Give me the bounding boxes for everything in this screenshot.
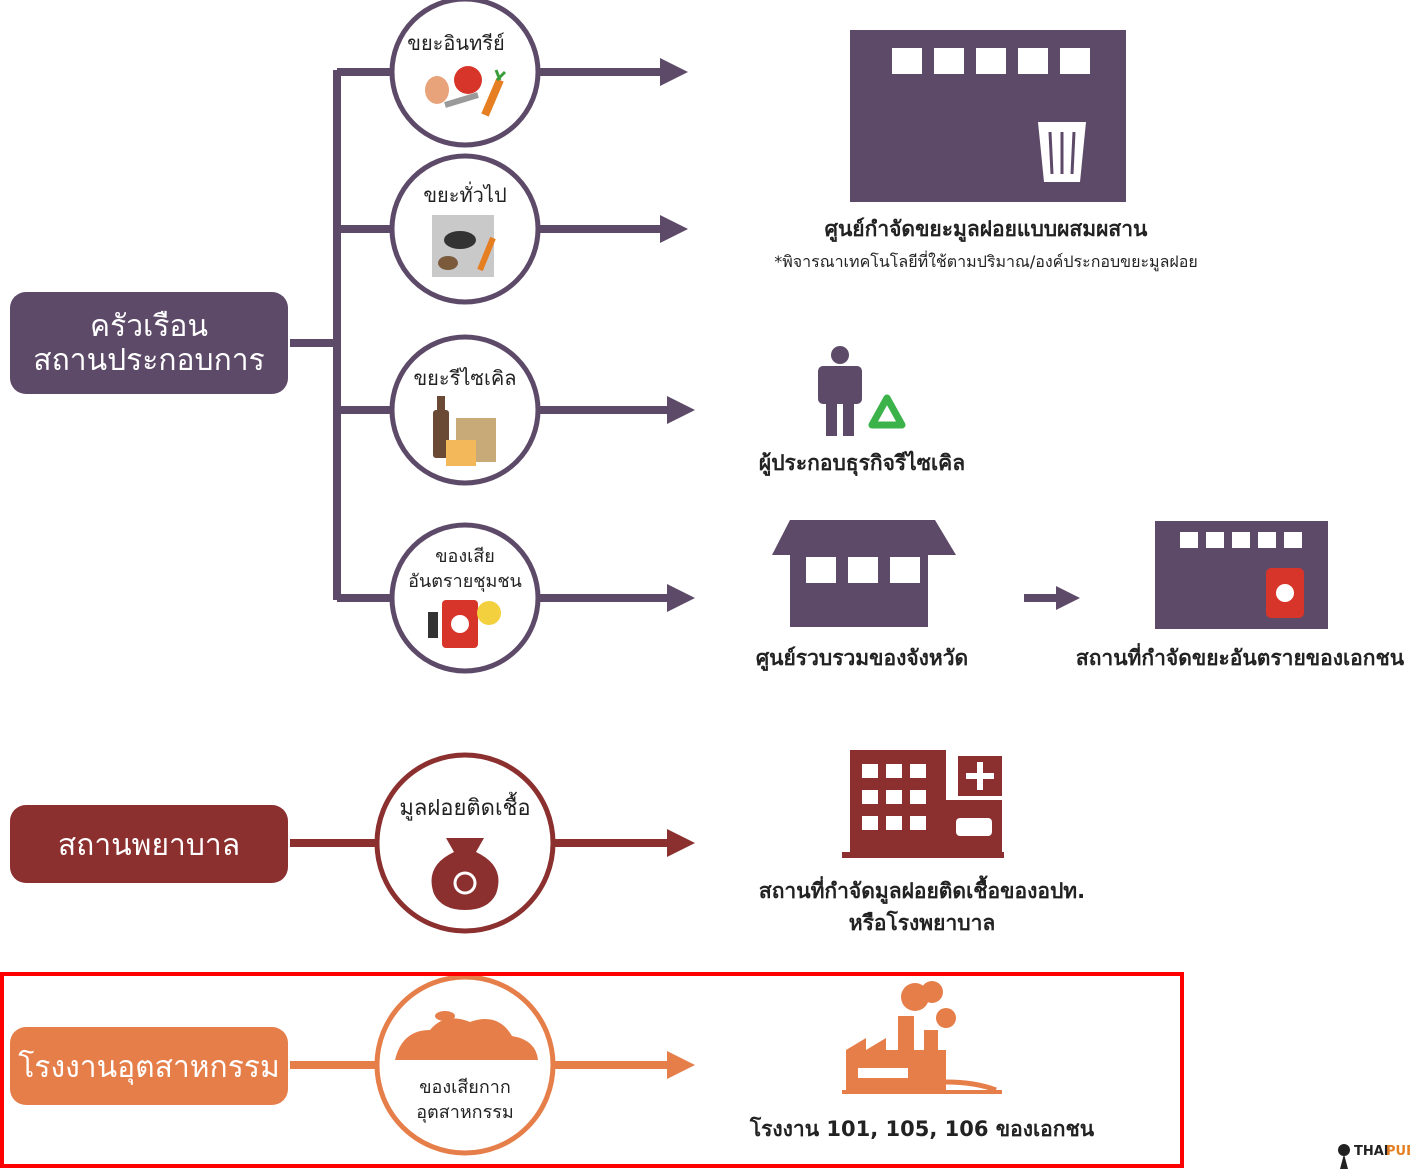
waste-pile-icon [395,1011,538,1060]
factory-icon [842,981,1002,1094]
highlight-frame [0,972,1184,1168]
thaipbs-logo: THAI PUB [1338,1144,1410,1169]
arrow-recycle-head [667,396,695,424]
hospital-section: สถานพยาบาล มูลฝอยติดเชื้อ [10,750,1085,935]
organic-waste-node: ขยะอินทรีย์ [389,0,541,148]
arrow-infectious-head [667,829,695,857]
industrial-waste-node: ของเสียกาก อุตสาหกรรม [374,974,556,1156]
household-label-line2: สถานประกอบการ [33,343,264,378]
organic-food-icon [425,66,507,117]
mixed-center-note: *พิจารณาเทคโนโลยีที่ใช้ตามปริมาณ/องค์ประ… [774,250,1198,272]
factory-label: โรงงานอุตสาหกรรม [18,1049,279,1086]
arrow-hazardous-head [667,584,695,612]
general-label: ขยะทั่วไป [423,181,506,207]
general-waste-node: ขยะทั่วไป [389,153,541,305]
connector-lines [290,68,395,602]
infectious-waste-node: มูลฝอยติดเชื้อ [374,752,556,934]
private-hazard-site-icon [1155,521,1328,629]
logo-text-b: PUB [1386,1144,1410,1159]
provincial-center-label: ศูนย์รวบรวมของจังหวัด [756,646,968,672]
hazard-items-icon [428,600,501,648]
arrow-organic-head [660,58,688,86]
factory-source-box: โรงงานอุตสาหกรรม [10,1027,288,1105]
provincial-center-icon [772,520,956,627]
hazardous-label-line1: ของเสีย [435,546,495,567]
hazardous-label-line2: อันตรายชุมชน [408,571,522,592]
hospital-source-box: สถานพยาบาล [10,805,288,883]
recycle-waste-node: ขยะรีไซเคิล [389,334,541,486]
arrow-to-private-head [1056,586,1080,610]
logo-text-a: THAI [1354,1144,1389,1159]
hazardous-waste-node: ของเสีย อันตรายชุมชน [389,522,541,674]
household-source-box: ครัวเรือน สถานประกอบการ [10,292,288,394]
industrial-label-line2: อุตสาหกรรม [416,1102,514,1123]
arrow-general-head [660,215,688,243]
mixed-center-title: ศูนย์กำจัดขยะมูลฝอยแบบผสมผสาน [825,217,1148,243]
factories-label: โรงงาน 101, 105, 106 ของเอกชน [749,1116,1095,1141]
hospital-label: สถานพยาบาล [58,828,240,863]
mixed-center-building-icon [850,30,1126,202]
private-hazard-label: สถานที่กำจัดขยะอันตรายของเอกชน [1076,642,1405,670]
general-trash-icon [432,215,496,277]
infectious-site-line2: หรือโรงพยาบาล [849,910,995,935]
infectious-site-line1: สถานที่กำจัดมูลฝอยติดเชื้อของอปท. [759,875,1085,905]
industrial-label-line1: ของเสียกาก [419,1077,511,1098]
infectious-label: มูลฝอยติดเชื้อ [399,792,530,821]
organic-label: ขยะอินทรีย์ [407,31,504,55]
recycle-symbol-icon [868,394,906,429]
arrow-industrial-head [667,1051,695,1079]
biohazard-bag-icon [431,838,499,910]
recycler-label: ผู้ประกอบธุรกิจรีไซเคิล [759,450,965,477]
bottle-bag-icon [433,396,496,466]
factory-section: โรงงานอุตสาหกรรม ของเสียกาก อุตสาหกรรม โ… [10,974,1095,1156]
recycle-label: ขยะรีไซเคิล [414,366,517,390]
recycler-person-icon [818,346,862,436]
household-section: ครัวเรือน สถานประกอบการ ขยะอินทรีย์ ขยะท… [10,0,1405,674]
hospital-building-icon [842,750,1004,858]
household-label-line1: ครัวเรือน [90,309,208,344]
